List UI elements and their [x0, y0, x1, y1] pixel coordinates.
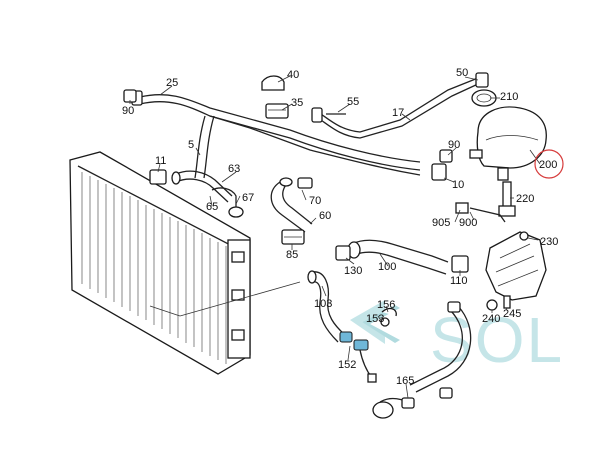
- callout-85[interactable]: 85: [286, 249, 298, 261]
- watermark-text: SOL: [430, 304, 564, 376]
- callout-153[interactable]: 153: [366, 313, 384, 325]
- hose-100: [347, 239, 449, 275]
- callout-165[interactable]: 165: [396, 375, 414, 387]
- fitting-905-900: [455, 202, 506, 223]
- clamp-35: [265, 103, 289, 119]
- callout-55[interactable]: 55: [347, 96, 359, 108]
- washer-240: [486, 299, 498, 311]
- hose-67: [211, 187, 244, 218]
- callout-103[interactable]: 103: [314, 298, 332, 310]
- clip-156: [381, 307, 397, 317]
- callout-50[interactable]: 50: [456, 67, 468, 79]
- clip-153: [380, 317, 390, 327]
- callout-100[interactable]: 100: [378, 261, 396, 273]
- callout-5[interactable]: 5: [188, 139, 194, 151]
- callouts: 25 40 50 90 35 55 17 210 5 90 11 63 200 …: [122, 67, 564, 387]
- bracket-230: [485, 231, 547, 301]
- bolt-245: [503, 295, 511, 309]
- callout-25[interactable]: 25: [166, 77, 178, 89]
- expansion-tank: [469, 106, 547, 181]
- clip-40: [261, 75, 285, 91]
- callout-220[interactable]: 220: [516, 193, 534, 205]
- clamp-130: [335, 245, 351, 261]
- highlight-ring-200: [534, 149, 564, 179]
- callout-245[interactable]: 245: [503, 308, 521, 320]
- callout-130[interactable]: 130: [344, 265, 362, 277]
- hose-17: [311, 72, 489, 139]
- callout-10[interactable]: 10: [452, 179, 464, 191]
- callout-240[interactable]: 240: [482, 313, 500, 325]
- logo-chevron-inner-icon: [362, 305, 400, 343]
- clamp-11: [149, 169, 167, 185]
- callout-152[interactable]: 152: [338, 359, 356, 371]
- callout-110[interactable]: 110: [450, 275, 468, 287]
- callout-70[interactable]: 70: [309, 195, 321, 207]
- clamp-10: [431, 163, 447, 181]
- watermark-logo: SOL: [350, 300, 564, 376]
- hose-103: [307, 270, 346, 343]
- callout-156[interactable]: 156: [377, 299, 395, 311]
- callout-60[interactable]: 60: [319, 210, 331, 222]
- leader-lines: [129, 75, 541, 399]
- hose-70-60: [270, 177, 313, 233]
- callout-67[interactable]: 67: [242, 192, 254, 204]
- upper-hose-25: [131, 90, 421, 171]
- clamp-90-right: [439, 149, 453, 163]
- hose-165: [372, 301, 472, 419]
- clamp-110: [451, 255, 469, 273]
- callout-905[interactable]: 905: [432, 217, 450, 229]
- callout-230[interactable]: 230: [540, 236, 558, 248]
- callout-63[interactable]: 63: [228, 163, 240, 175]
- callout-35[interactable]: 35: [291, 97, 303, 109]
- callout-40[interactable]: 40: [287, 69, 299, 81]
- hose-63: [171, 170, 233, 203]
- fitting-152: [339, 331, 377, 383]
- callout-65[interactable]: 65: [206, 201, 218, 213]
- sensor-220: [498, 181, 516, 217]
- callout-90-right[interactable]: 90: [448, 139, 460, 151]
- callout-90-left[interactable]: 90: [122, 105, 134, 117]
- callout-17[interactable]: 17: [392, 107, 404, 119]
- radiator: [69, 151, 251, 375]
- callout-11[interactable]: 11: [155, 155, 166, 167]
- callout-200[interactable]: 200: [539, 159, 557, 171]
- logo-chevron-icon: [350, 300, 385, 344]
- clamp-85: [281, 229, 305, 245]
- callout-900[interactable]: 900: [459, 217, 477, 229]
- callout-210[interactable]: 210: [500, 91, 518, 103]
